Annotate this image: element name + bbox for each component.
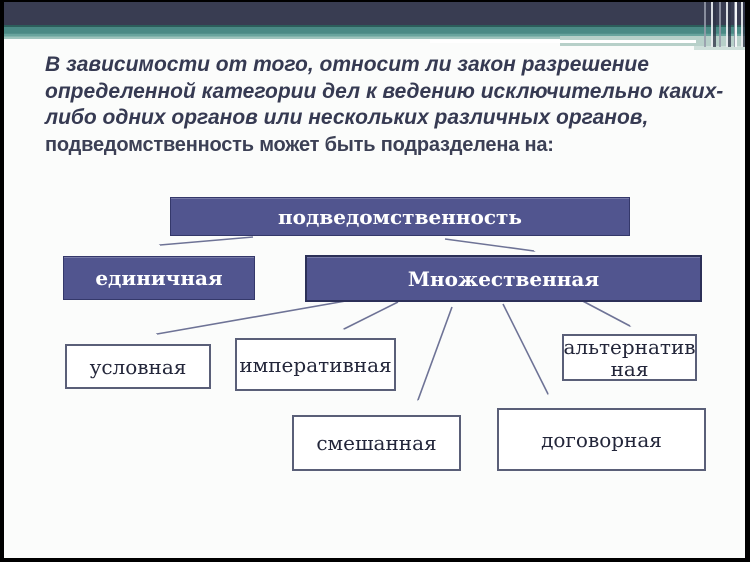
node-single-label: единичная xyxy=(95,266,223,290)
slide-title: В зависимости от того, относит ли закон … xyxy=(45,52,725,158)
arrow-multiple-to-imperative xyxy=(344,301,399,329)
title-line-4: подведомственность может быть подразделе… xyxy=(45,133,554,156)
node-contractual: договорная xyxy=(497,408,706,471)
header-teal-bar xyxy=(4,25,745,39)
title-line-2: определенной категории дел к ведению иск… xyxy=(45,79,724,103)
node-alternative-label: альтернатив ная xyxy=(563,336,695,380)
node-conditional-label: условная xyxy=(89,354,187,379)
node-contractual-label: договорная xyxy=(541,427,662,452)
arrow-multiple-to-contractual xyxy=(502,303,548,394)
arrow-multiple-to-mixed xyxy=(418,306,453,400)
node-multiple-label: Множественная xyxy=(407,266,600,291)
node-mixed: смешанная xyxy=(292,415,461,471)
node-root-label: подведомственность xyxy=(278,204,522,229)
node-single: единичная xyxy=(63,256,255,300)
header-white-line xyxy=(430,40,696,43)
header-stripe-highlight xyxy=(735,2,737,47)
node-conditional: условная xyxy=(65,344,211,389)
slide-background: В зависимости от того, относит ли закон … xyxy=(4,2,745,558)
header-navy-bar xyxy=(4,2,745,25)
node-alternative-line-1: альтернатив xyxy=(563,334,696,359)
node-mixed-label: смешанная xyxy=(316,431,437,455)
arrow-multiple-to-alternative xyxy=(576,297,630,326)
node-alternative-line-2: ная xyxy=(610,356,649,381)
title-line-3: либо одних органов или нескольких различ… xyxy=(45,106,649,129)
node-multiple: Множественная xyxy=(305,255,702,302)
node-imperative-label: императивная xyxy=(239,352,392,377)
arrow-root-to-multiple xyxy=(444,238,534,251)
title-line-1: В зависимости от того, относит ли закон … xyxy=(45,53,649,76)
arrow-multiple-to-conditional xyxy=(157,298,358,334)
header-stripe-ornament xyxy=(701,2,745,47)
node-imperative: императивная xyxy=(235,338,396,391)
arrow-root-to-single xyxy=(160,236,254,245)
header-pale-band-small xyxy=(694,46,745,50)
node-root: подведомственность xyxy=(170,197,630,236)
node-alternative: альтернатив ная xyxy=(562,334,697,381)
